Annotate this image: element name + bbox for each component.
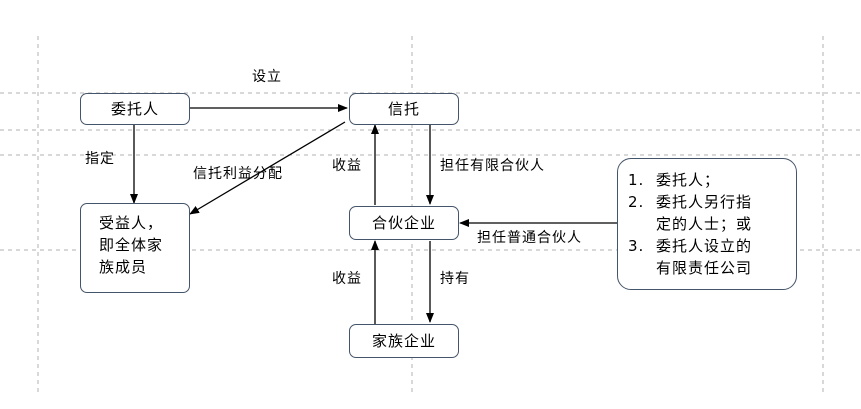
- settlor-label: 委托人: [110, 100, 159, 118]
- trust-node: 信托: [349, 93, 459, 125]
- gp-option-3-text: 委托人设立的: [656, 237, 753, 255]
- gp-options-node: 1. 委托人； 2. 委托人另行指 定的人士；或 3. 委托人设立的 有限责任公…: [617, 158, 797, 290]
- income-lower-label: 收益: [332, 271, 362, 287]
- arrow-trust-to-beneficiary: [189, 121, 346, 215]
- trust-distribution-label: 信托利益分配: [193, 166, 283, 182]
- beneficiary-node: 受益人， 即全体家 族成员: [80, 203, 190, 293]
- settlor-node: 委托人: [80, 93, 190, 125]
- income-upper-label: 收益: [332, 158, 362, 174]
- hold-label: 持有: [440, 271, 470, 287]
- gp-option-3: 3. 委托人设立的: [628, 235, 796, 257]
- family-business-label: 家族企业: [371, 332, 436, 350]
- limited-partner-label: 担任有限合伙人: [440, 158, 545, 174]
- gp-option-2-text-cont: 定的人士；或: [656, 215, 753, 233]
- trust-label: 信托: [387, 100, 420, 118]
- gp-option-2-text: 委托人另行指: [656, 193, 753, 211]
- gp-option-1-number: 1.: [628, 171, 645, 189]
- gp-option-3-number: 3.: [628, 237, 645, 255]
- family-business-node: 家族企业: [349, 324, 459, 358]
- partnership-node: 合伙企业: [349, 206, 459, 240]
- gp-option-1-text: 委托人；: [656, 171, 721, 189]
- designate-label: 指定: [85, 151, 115, 167]
- partnership-label: 合伙企业: [371, 214, 436, 232]
- gp-option-3-text-cont: 有限责任公司: [656, 259, 753, 277]
- beneficiary-label-line3: 族成员: [99, 258, 148, 276]
- general-partner-label: 担任普通合伙人: [477, 230, 582, 246]
- gp-option-1: 1. 委托人；: [628, 169, 796, 191]
- establish-label: 设立: [252, 69, 282, 85]
- gp-option-2-number: 2.: [628, 193, 645, 211]
- beneficiary-label-line1: 受益人，: [99, 214, 164, 232]
- gp-option-2: 2. 委托人另行指: [628, 191, 796, 213]
- beneficiary-label-line2: 即全体家: [99, 236, 164, 254]
